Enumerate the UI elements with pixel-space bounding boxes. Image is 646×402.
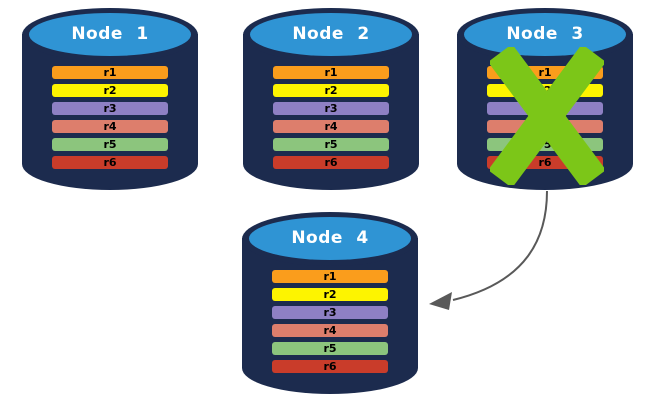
row-r5: r5 <box>273 138 389 151</box>
row-r6: r6 <box>52 156 168 169</box>
node-1-cylinder: Node 1 r1 r2 r3 r4 r5 r6 <box>22 8 198 190</box>
row-r4: r4 <box>52 120 168 133</box>
x-icon <box>490 47 604 185</box>
node-2-cylinder-top <box>243 8 419 62</box>
node-4-rows: r1 r2 r3 r4 r5 r6 <box>272 270 388 373</box>
node-2-rows: r1 r2 r3 r4 r5 r6 <box>273 66 389 169</box>
node-1-rows: r1 r2 r3 r4 r5 r6 <box>52 66 168 169</box>
node-4-cylinder: Node 4 r1 r2 r3 r4 r5 r6 <box>242 212 418 394</box>
row-r4: r4 <box>272 324 388 337</box>
row-r1: r1 <box>52 66 168 79</box>
node-2-cylinder: Node 2 r1 r2 r3 r4 r5 r6 <box>243 8 419 190</box>
row-r5: r5 <box>272 342 388 355</box>
row-r2: r2 <box>272 288 388 301</box>
node-4-title: Node 4 <box>291 228 369 248</box>
node-1-title: Node 1 <box>71 24 149 44</box>
row-r2: r2 <box>52 84 168 97</box>
row-r4: r4 <box>273 120 389 133</box>
node-4-cylinder-top <box>242 212 418 266</box>
row-r1: r1 <box>273 66 389 79</box>
node-3-title: Node 3 <box>506 24 584 44</box>
node-1-cylinder-top <box>22 8 198 62</box>
row-r6: r6 <box>272 360 388 373</box>
row-r5: r5 <box>52 138 168 151</box>
node-2-title: Node 2 <box>292 24 370 44</box>
row-r3: r3 <box>52 102 168 115</box>
row-r2: r2 <box>273 84 389 97</box>
row-r6: r6 <box>273 156 389 169</box>
node-3-cylinder-top <box>457 8 633 62</box>
row-r1: r1 <box>272 270 388 283</box>
curved-arrow <box>429 190 548 310</box>
row-r3: r3 <box>273 102 389 115</box>
row-r3: r3 <box>272 306 388 319</box>
